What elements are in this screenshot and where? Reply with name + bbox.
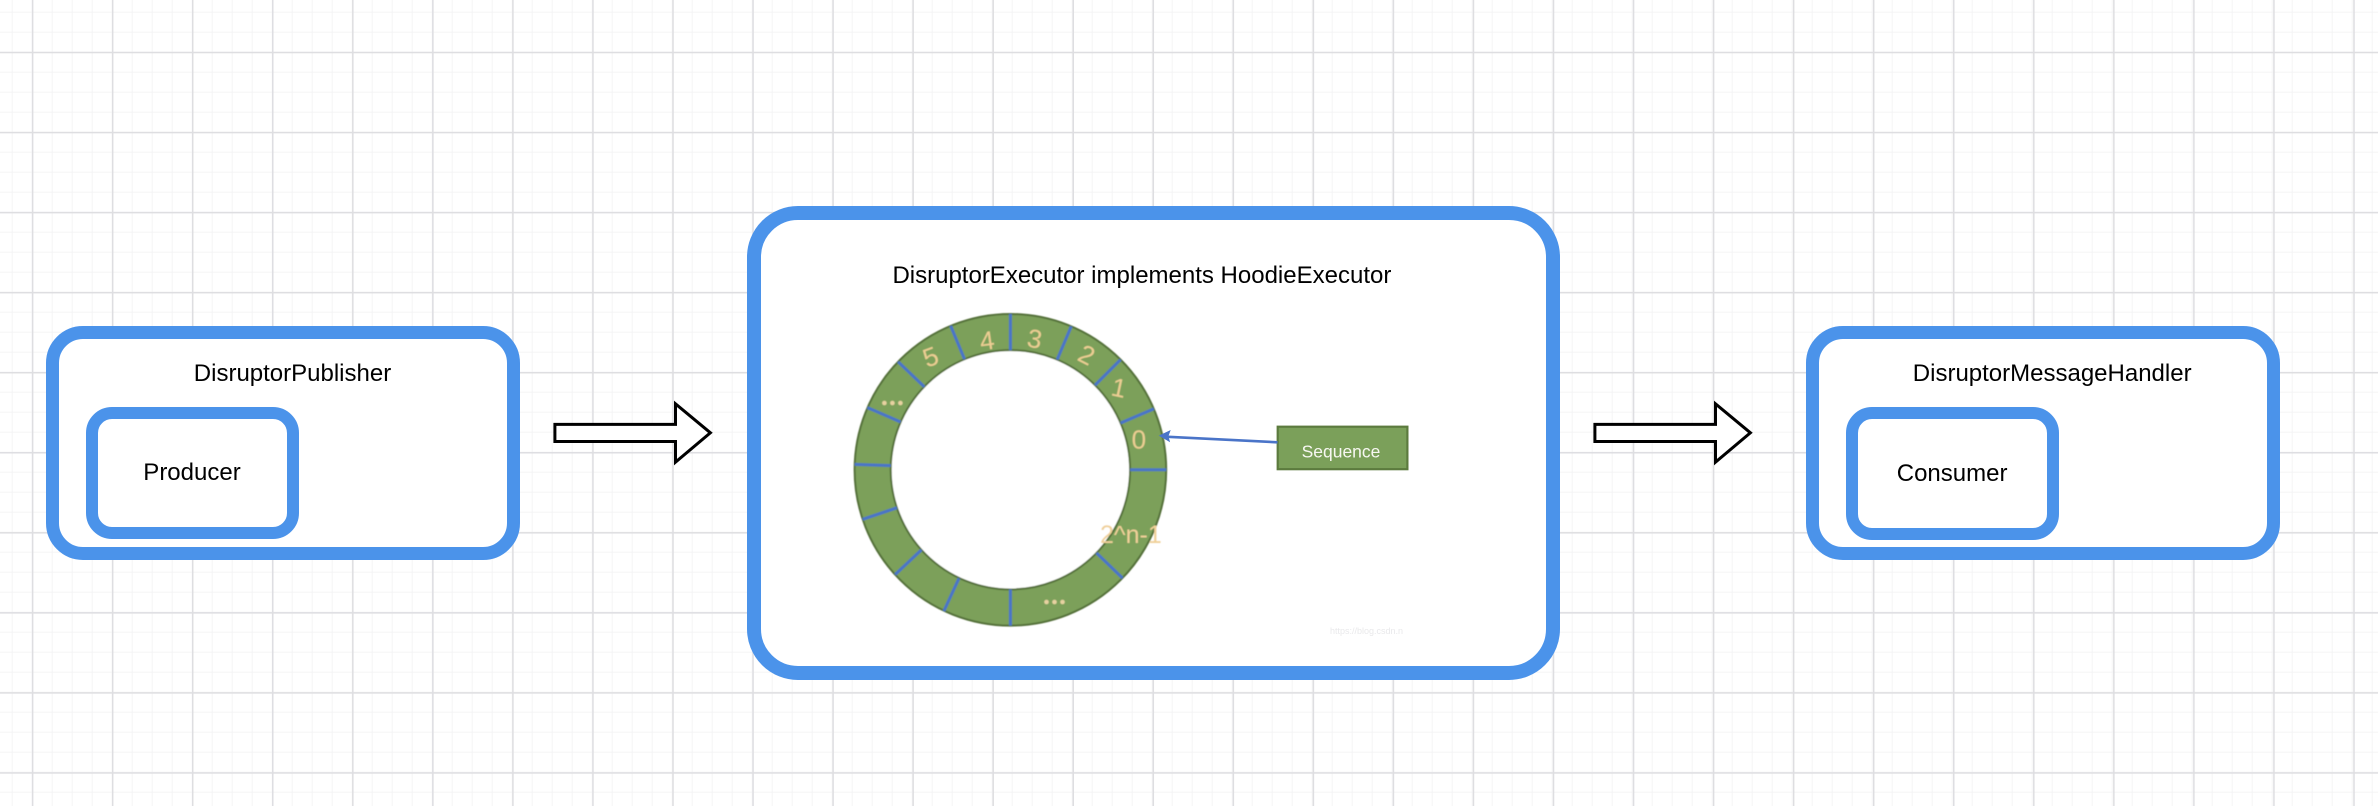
svg-text:1: 1: [1109, 372, 1129, 404]
svg-text:2^n-1: 2^n-1: [1100, 521, 1162, 549]
svg-text:0: 0: [1132, 424, 1146, 454]
svg-text:3: 3: [1025, 323, 1044, 355]
svg-text:4: 4: [978, 325, 997, 357]
svg-text:https://blog.csdn.n: https://blog.csdn.n: [1330, 626, 1403, 636]
svg-text:Sequence: Sequence: [1302, 442, 1381, 462]
